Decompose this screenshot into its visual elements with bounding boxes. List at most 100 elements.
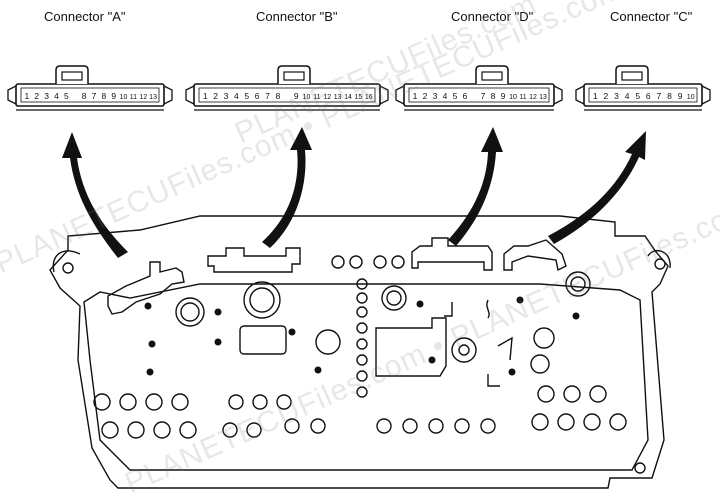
bulb-socket bbox=[557, 413, 575, 431]
connector-a-pin-label: 10 bbox=[120, 94, 128, 101]
connector-latch bbox=[475, 65, 509, 84]
bulb-socket bbox=[570, 276, 586, 292]
screw bbox=[214, 338, 222, 346]
bulb-socket bbox=[583, 413, 601, 431]
bulb-socket bbox=[480, 418, 496, 434]
connector-a-pin-label: 2 bbox=[34, 91, 39, 101]
bulb-socket bbox=[530, 354, 550, 374]
connector-b-title: Connector "B" bbox=[256, 9, 338, 24]
screw bbox=[214, 308, 222, 316]
screw bbox=[416, 300, 424, 308]
cluster-inner-edge bbox=[83, 283, 649, 471]
connector-c-pin-label: 9 bbox=[678, 91, 683, 101]
top-hole bbox=[331, 255, 345, 269]
connector-body bbox=[15, 83, 165, 107]
bulb-socket bbox=[310, 418, 326, 434]
connector-b-pin-label: 6 bbox=[255, 91, 260, 101]
led-socket bbox=[356, 278, 368, 290]
connector-d-pin-label: 13 bbox=[539, 94, 547, 101]
bulb-socket bbox=[589, 385, 607, 403]
socket-b bbox=[207, 247, 301, 273]
bulb-socket bbox=[175, 297, 205, 327]
screw bbox=[146, 368, 154, 376]
top-hole bbox=[349, 255, 363, 269]
connector-c-title: Connector "C" bbox=[610, 9, 693, 24]
connector-flange bbox=[7, 85, 17, 105]
socket-c bbox=[503, 239, 567, 272]
bulb-socket bbox=[402, 418, 418, 434]
bulb-socket bbox=[376, 418, 392, 434]
connector-a-title: Connector "A" bbox=[44, 9, 126, 24]
bulb-socket bbox=[145, 393, 163, 411]
bulb-socket bbox=[386, 290, 402, 306]
connector-b-pin-label: 12 bbox=[323, 94, 331, 101]
bulb-socket bbox=[179, 421, 197, 439]
connector-d-pin-label: 4 bbox=[443, 91, 448, 101]
bulb-socket bbox=[533, 327, 555, 349]
connector-latch bbox=[277, 65, 311, 84]
connector-c-pin-label: 3 bbox=[614, 91, 619, 101]
connector-a-pin-label: 4 bbox=[54, 91, 59, 101]
led-socket bbox=[356, 292, 368, 304]
connector-b-pin-label: 14 bbox=[344, 94, 352, 101]
connector-b-pin-label: 16 bbox=[365, 94, 373, 101]
bulb-socket bbox=[565, 271, 591, 297]
screws bbox=[144, 296, 580, 376]
arrow-d bbox=[448, 127, 503, 246]
screw bbox=[314, 366, 322, 374]
connector-b-pin-label: 4 bbox=[234, 91, 239, 101]
connector-latch-window bbox=[61, 71, 83, 81]
connector-b-pin-label: 15 bbox=[355, 94, 363, 101]
connector-latch-window bbox=[283, 71, 305, 81]
top-hole bbox=[391, 255, 405, 269]
arrow-b bbox=[262, 127, 312, 248]
connector-b-pin-label: 11 bbox=[313, 94, 320, 101]
connector-d-pin-label: 7 bbox=[481, 91, 486, 101]
bulb-socket bbox=[276, 394, 292, 410]
led-socket bbox=[356, 370, 368, 382]
top-hole bbox=[373, 255, 387, 269]
bulb-socket bbox=[315, 329, 341, 355]
bulb-socket bbox=[451, 337, 477, 363]
cluster-outline bbox=[49, 215, 669, 489]
connector-c-pin-label: 10 bbox=[687, 94, 695, 101]
led-socket bbox=[356, 386, 368, 398]
socket-a bbox=[107, 261, 185, 315]
pin-row-frame bbox=[408, 87, 550, 103]
bulb-socket bbox=[93, 393, 111, 411]
connector-body bbox=[583, 83, 703, 107]
bulb-socket bbox=[454, 418, 470, 434]
connector-b-pin-label: 10 bbox=[303, 94, 311, 101]
arrow-c bbox=[548, 131, 646, 244]
arrow-a bbox=[62, 132, 128, 258]
connector-a-pin-label: 11 bbox=[130, 94, 137, 101]
connector-c-pin-label: 6 bbox=[646, 91, 651, 101]
bulb-socket bbox=[180, 302, 200, 322]
bulb-socket bbox=[381, 285, 407, 311]
connector-c-pin-label: 2 bbox=[604, 91, 609, 101]
bulb-socket bbox=[563, 385, 581, 403]
connector-latch-window bbox=[621, 71, 643, 81]
connector-b-pin-label: 2 bbox=[213, 91, 218, 101]
connector-d-pin-label: 12 bbox=[529, 94, 537, 101]
connector-flange bbox=[163, 85, 173, 105]
mount-tab-right bbox=[647, 249, 671, 269]
bulb-socket bbox=[222, 422, 238, 438]
bulb-socket bbox=[101, 421, 119, 439]
bulb-socket bbox=[252, 394, 268, 410]
mount-hole-bottom bbox=[634, 462, 646, 474]
connector-b-pin-label: 9 bbox=[294, 91, 299, 101]
connector-a-pin-label: 12 bbox=[139, 94, 147, 101]
connector-a-pin-label: 3 bbox=[44, 91, 49, 101]
bulb-socket bbox=[537, 385, 555, 403]
bulb-socket bbox=[531, 413, 549, 431]
bulb-socket bbox=[127, 421, 145, 439]
led-socket bbox=[356, 338, 368, 350]
connector-d-pin-label: 11 bbox=[519, 94, 526, 101]
connector-a-pin-label: 8 bbox=[82, 91, 87, 101]
cluster-housing bbox=[49, 215, 671, 489]
connector-b-pin-label: 5 bbox=[244, 91, 249, 101]
